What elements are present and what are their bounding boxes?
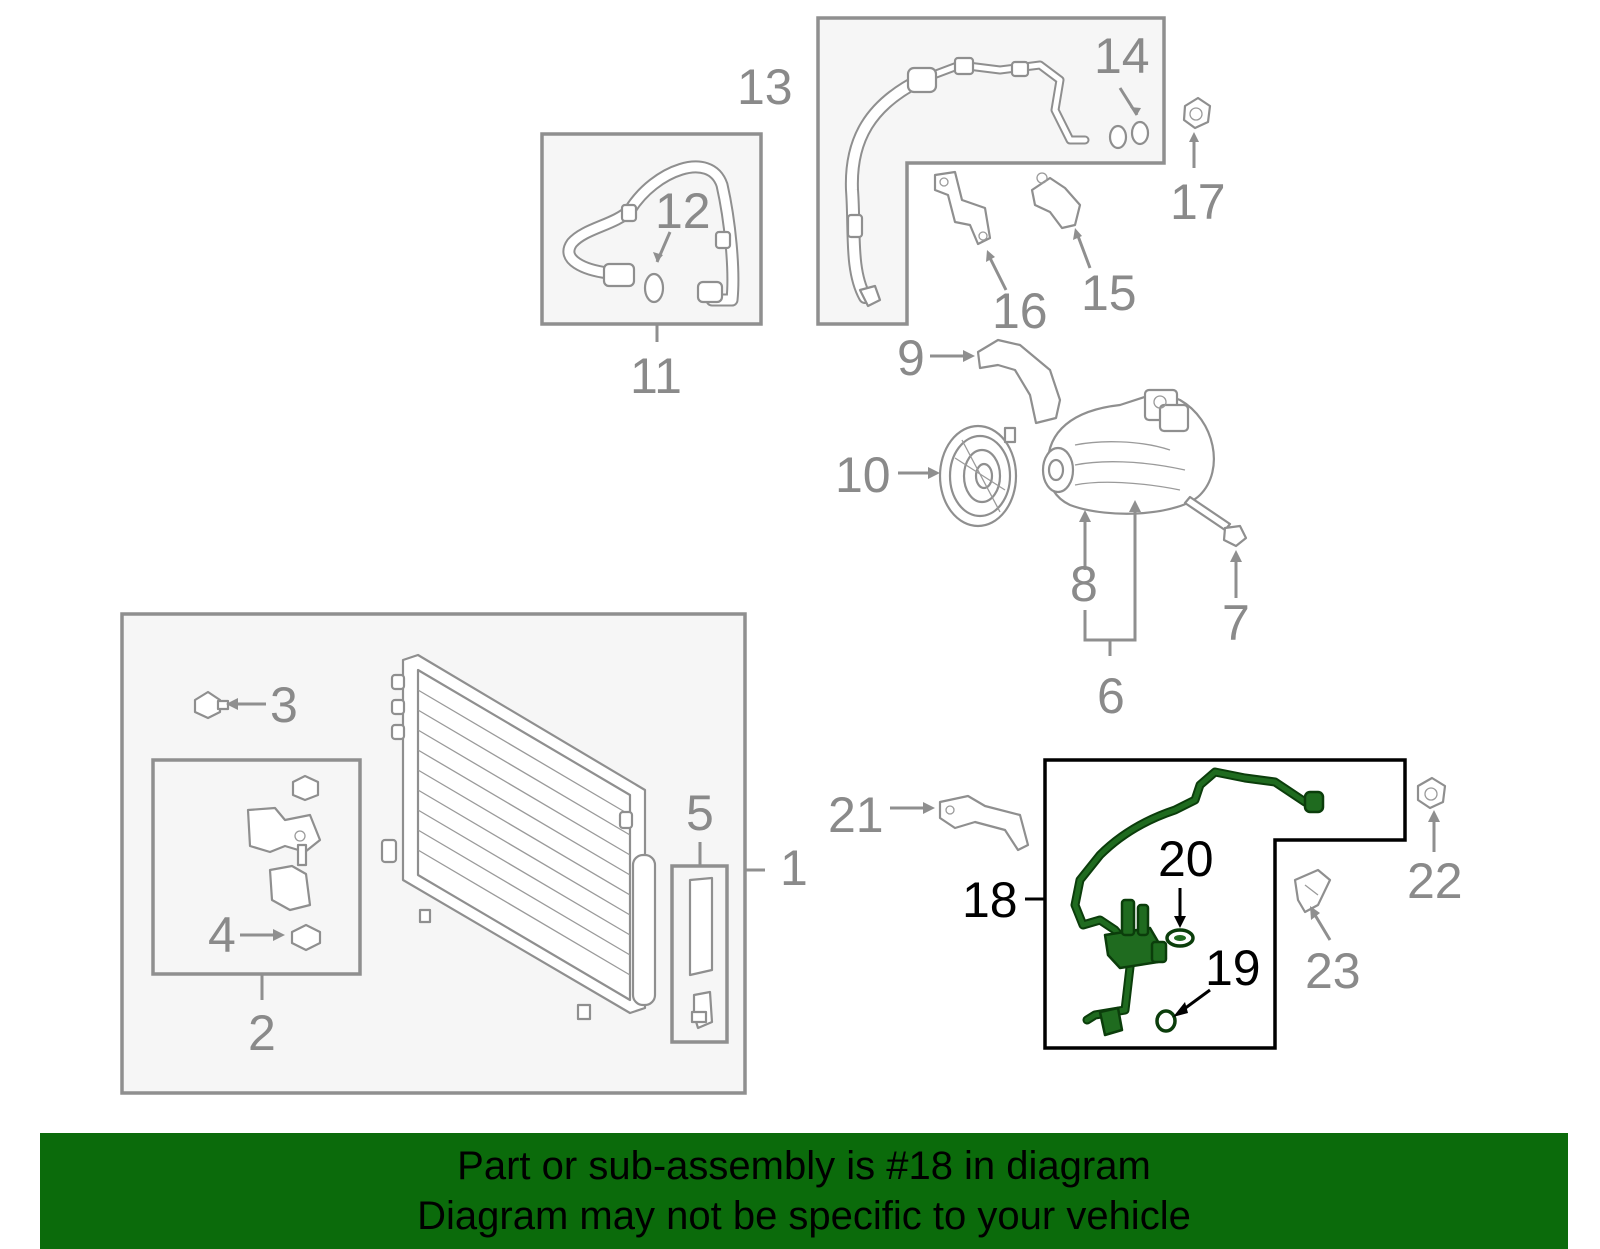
o-ring-20	[1165, 888, 1195, 948]
callout-12: 12	[655, 183, 711, 239]
bolt-7	[1183, 495, 1248, 598]
callout-10: 10	[835, 447, 891, 503]
callout-7: 7	[1222, 595, 1250, 651]
callout-16: 16	[992, 283, 1048, 339]
suction-hose-11	[562, 160, 740, 307]
callout-15: 15	[1081, 265, 1137, 321]
callout-18: 18	[962, 872, 1018, 928]
callout-5: 5	[686, 785, 714, 841]
o-ring-12	[643, 231, 672, 304]
info-banner: Part or sub-assembly is #18 in diagram D…	[40, 1133, 1568, 1249]
receiver-tank	[631, 853, 657, 1007]
bolt-3	[193, 690, 266, 720]
bracket-16	[933, 170, 1008, 291]
cap-17	[1182, 96, 1212, 168]
callout-1: 1	[780, 840, 808, 896]
o-ring-19	[1155, 988, 1211, 1033]
clip-23	[1293, 868, 1332, 941]
callout-6: 6	[1097, 668, 1125, 724]
callout-20: 20	[1158, 831, 1214, 887]
callout-9: 9	[897, 330, 925, 386]
bracket-2	[246, 774, 322, 912]
parts-diagram: 1 2 3 4 5 6 7 8 9 10 11 12 13 14 15 16 1…	[120, 16, 1463, 1095]
condenser-core	[380, 653, 647, 1021]
callout-19: 19	[1205, 940, 1261, 996]
valve-15	[1030, 172, 1092, 269]
callout-4: 4	[208, 907, 236, 963]
callout-21: 21	[828, 787, 884, 843]
compressor-8	[1041, 388, 1215, 656]
callout-17: 17	[1170, 174, 1226, 230]
ac-line-18	[1070, 767, 1325, 1037]
o-ring-14	[1108, 87, 1150, 150]
callout-11: 11	[630, 348, 682, 404]
nut-4	[240, 923, 322, 952]
cap-22	[1416, 776, 1447, 852]
callout-2: 2	[248, 1005, 276, 1061]
callout-3: 3	[270, 677, 298, 733]
group-2-frame	[151, 758, 362, 1000]
bracket-9	[930, 338, 1062, 425]
desiccant-5	[688, 876, 714, 1030]
callout-14: 14	[1094, 28, 1150, 84]
callout-8: 8	[1070, 556, 1098, 612]
bracket-21	[890, 794, 1030, 852]
callout-13: 13	[737, 59, 793, 115]
banner-line-part-number: Part or sub-assembly is #18 in diagram	[457, 1144, 1151, 1188]
discharge-hose-13	[844, 56, 1090, 308]
callout-22: 22	[1407, 853, 1463, 909]
banner-line-disclaimer: Diagram may not be specific to your vehi…	[417, 1194, 1191, 1238]
callout-23: 23	[1305, 943, 1361, 999]
clutch-10	[898, 424, 1018, 528]
group-18-frame	[1025, 758, 1407, 1050]
